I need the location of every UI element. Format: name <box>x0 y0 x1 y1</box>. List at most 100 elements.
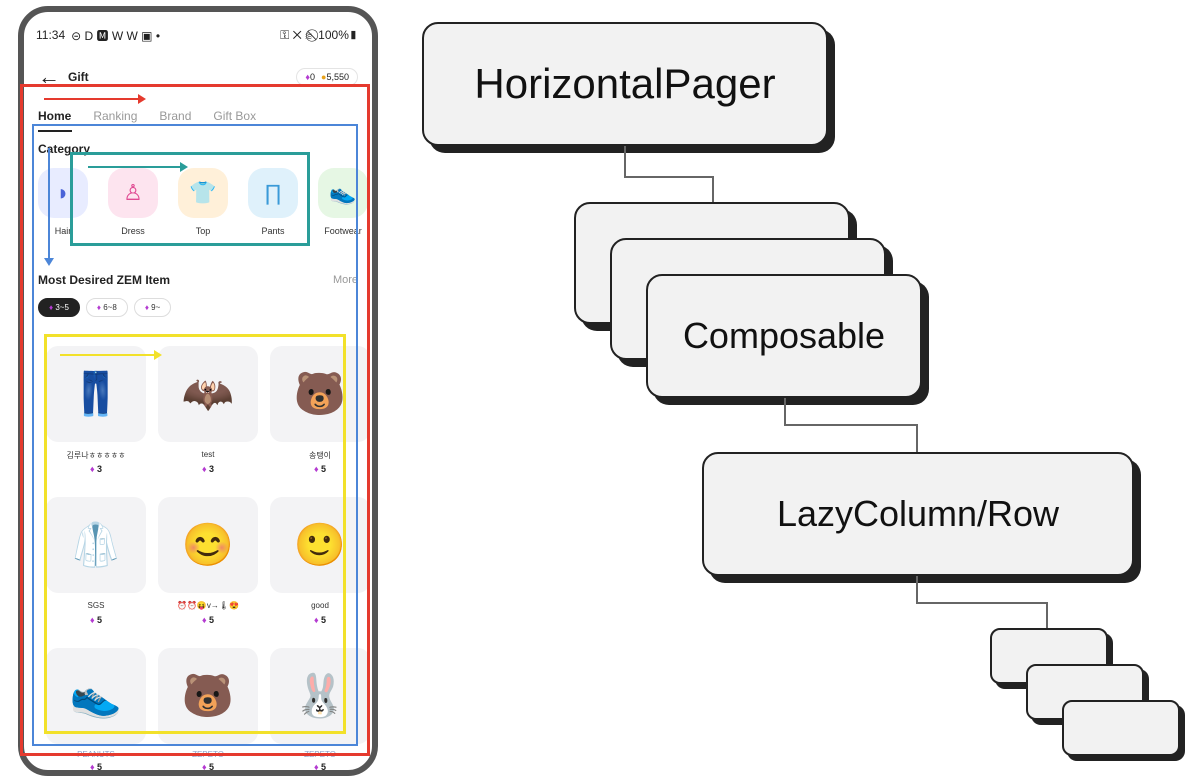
category-label: Footwear <box>324 226 362 236</box>
item-price: 5 <box>97 615 103 625</box>
item-price: 3 <box>97 464 103 474</box>
category-item[interactable]: 👟 Footwear <box>318 168 368 236</box>
active-tab-indicator <box>38 130 72 132</box>
item-name: 김루나ㅎㅎㅎㅎㅎ <box>66 451 126 460</box>
chip-label: 9~ <box>151 303 161 312</box>
connector <box>916 424 918 452</box>
chip-label: 6~8 <box>103 303 117 312</box>
list-item[interactable]: 🐰 <box>270 648 370 770</box>
list-item[interactable]: 🥼SGS♦ 5 <box>46 497 146 648</box>
item-thumbnail: 👟 <box>46 648 146 744</box>
chip-6-8[interactable]: ♦ 6~8 <box>85 298 128 317</box>
category-label: Pants <box>261 226 285 236</box>
gem-icon: ♦ <box>313 762 319 772</box>
bottom-item-labels: PEANUTS♦ 5 ZEPETO♦ 5 ZEPETO♦ 5 <box>46 750 370 772</box>
item-thumbnail: 🦇 <box>158 346 258 442</box>
category-item[interactable]: 👕Top <box>178 168 228 236</box>
category-item[interactable]: ∏ Pants <box>248 168 298 236</box>
list-item[interactable]: PEANUTS♦ 5 <box>46 750 146 772</box>
list-item-box <box>1062 700 1180 756</box>
price-filter-chips: ♦ 3~5 ♦ 6~8 ♦ 9~ <box>38 298 172 317</box>
list-item[interactable]: ZEPETO♦ 5 <box>270 750 370 772</box>
category-row: ◗ Hair ♙ Dress 👕Top ∏ Pants 👟 Footwear <box>38 168 368 236</box>
box-label: Composable <box>682 315 886 356</box>
connector <box>784 398 918 426</box>
app-header: ← Gift ♦0 ●5,550 <box>38 64 358 90</box>
category-label: Top <box>195 226 211 236</box>
item-thumbnail: 🥼 <box>46 497 146 593</box>
gem-icon: ♦ <box>49 303 54 312</box>
list-item[interactable]: 🐻 송탱이 ♦ 5 <box>270 346 370 497</box>
list-item[interactable]: 👟 <box>46 648 146 770</box>
list-item[interactable]: 🦇 test ♦ 3 <box>158 346 258 497</box>
status-bar: 11:34 ⊝ D 🅼 W W ▣ • ⚿ ✕ ≋ ⃠ 100%▮ <box>36 26 358 44</box>
pants-icon: ∏ <box>248 168 298 218</box>
chip-3-5[interactable]: ♦ 3~5 <box>38 298 80 317</box>
gem-icon: ♦ <box>96 303 101 312</box>
status-icons-right: ⚿ ✕ ≋ ⃠ 100%▮ <box>280 27 358 42</box>
item-name: good <box>311 601 329 610</box>
tab-gift-box[interactable]: Gift Box <box>213 109 257 123</box>
item-name: ⏰⏰😝v→🌡😍 <box>177 601 239 610</box>
chip-9-plus[interactable]: ♦ 9~ <box>133 298 172 317</box>
gem-icon: ♦ <box>201 615 207 625</box>
category-item[interactable]: ◗ Hair <box>38 168 88 236</box>
list-item[interactable]: 🐻 <box>158 648 258 770</box>
gem-icon: ♦ <box>201 762 207 772</box>
back-arrow-icon[interactable]: ← <box>38 64 60 89</box>
item-thumbnail: 🙂 <box>270 497 370 593</box>
gem-icon: ♦ <box>144 303 149 312</box>
item-name: ZEPETO <box>192 750 224 759</box>
tab-brand[interactable]: Brand <box>159 109 192 123</box>
item-name: 송탱이 <box>308 451 332 460</box>
horizontal-pager-box: HorizontalPager <box>422 22 828 146</box>
item-price: 5 <box>209 762 215 772</box>
box-label: LazyColumn/Row <box>776 493 1060 534</box>
item-thumbnail: 🐰 <box>270 648 370 744</box>
list-item[interactable]: 😊 ⏰⏰😝v→🌡😍 ♦ 5 <box>158 497 258 648</box>
horizontal-arrow-yellow <box>60 350 162 360</box>
coin-count: 5,550 <box>326 72 349 82</box>
list-item[interactable]: 🙂good♦ 5 <box>270 497 370 648</box>
item-price: 5 <box>321 615 327 625</box>
section-title: Most Desired ZEM Item <box>38 273 171 287</box>
item-price: 5 <box>321 464 327 474</box>
gem-icon: ♦ <box>313 464 319 474</box>
item-price: 5 <box>209 615 215 625</box>
horizontal-arrow-teal <box>88 162 188 172</box>
status-time: 11:34 <box>36 28 66 42</box>
item-thumbnail: 🐻 <box>158 648 258 744</box>
vertical-arrow-blue <box>44 148 54 266</box>
page-title: Gift <box>68 70 89 84</box>
category-item[interactable]: ♙ Dress <box>108 168 158 236</box>
footwear-icon: 👟 <box>318 168 368 218</box>
gem-icon: ♦ <box>201 464 207 474</box>
item-price: 5 <box>321 762 327 772</box>
category-title: Category <box>38 142 91 156</box>
list-item[interactable]: ZEPETO ♦ 5 <box>158 750 258 772</box>
tab-ranking[interactable]: Ranking <box>93 109 138 123</box>
status-icons-left: ⊝ D 🅼 W W ▣ • <box>71 28 161 43</box>
item-name: test <box>201 450 215 459</box>
item-thumbnail: 🐻 <box>270 346 370 442</box>
horizontal-arrow-red <box>44 94 146 104</box>
item-price: 5 <box>97 762 103 772</box>
item-name: PEANUTS <box>77 750 115 759</box>
category-label: Hair <box>54 226 72 236</box>
composable-box: Composable <box>646 274 922 398</box>
hair-icon: ◗ <box>38 168 88 218</box>
connector <box>916 576 1048 604</box>
more-link[interactable]: More <box>332 274 358 286</box>
item-price: 3 <box>209 464 215 474</box>
phone-mockup: 11:34 ⊝ D 🅼 W W ▣ • ⚿ ✕ ≋ ⃠ 100%▮ ← Gift… <box>18 6 378 776</box>
gem-count: 0 <box>310 72 316 82</box>
dress-icon: ♙ <box>108 168 158 218</box>
box-label: HorizontalPager <box>474 60 776 107</box>
gem-icon: ♦ <box>305 72 311 82</box>
lazy-column-row-box: LazyColumn/Row <box>702 452 1134 576</box>
tab-home[interactable]: Home <box>38 109 72 123</box>
balance-badge[interactable]: ♦0 ●5,550 <box>296 68 358 86</box>
category-label: Dress <box>121 226 145 236</box>
list-item[interactable]: 👖김루나ㅎㅎㅎㅎㅎ♦ 3 <box>46 346 146 497</box>
item-thumbnail: 😊 <box>158 497 258 593</box>
